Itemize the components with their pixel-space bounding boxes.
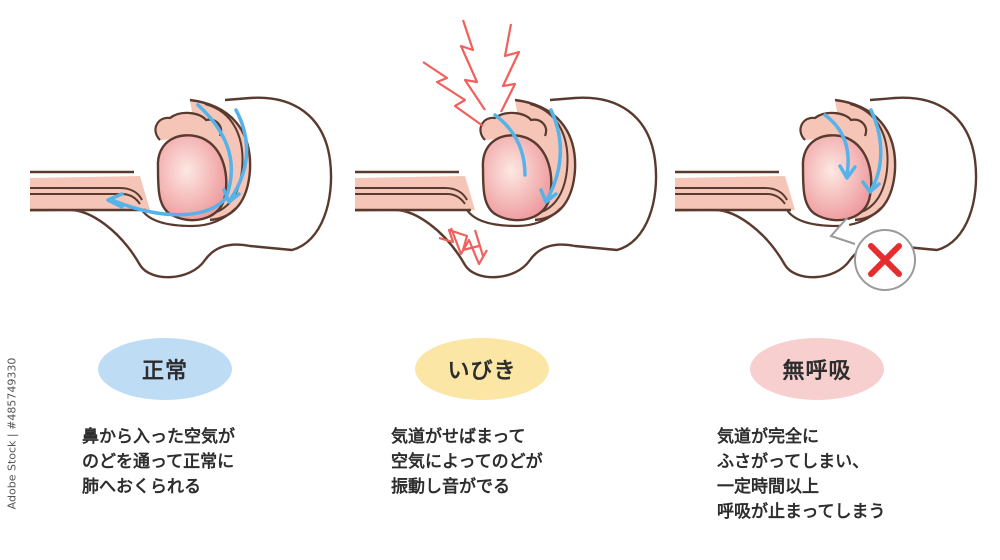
label-normal: 正常 (141, 359, 188, 384)
airflow-arrow-head-icon (106, 192, 124, 209)
description-line: 一定時間以上 (717, 477, 819, 497)
description-line: ふさがってしまい、 (717, 452, 870, 472)
callout-pointer (829, 217, 856, 245)
airflow-arrow-head-icon (539, 188, 558, 204)
airflow-arrow-icon (545, 108, 562, 202)
watermark: Adobe Stock | #485749330 (0, 318, 26, 548)
vibration-zigzag-icon (422, 19, 521, 266)
description-line: 肺へおくられる (82, 477, 201, 497)
panel-apnea: 無呼吸 気道が完全に ふさがってしまい、 一定時間以上 呼吸が止まってしまう (673, 0, 995, 560)
airflow-arrow-icon (869, 108, 883, 192)
description-line: 振動し音がでる (391, 477, 510, 497)
description-snoring: 気道がせばまって 空気によってのどが 振動し音がでる (391, 425, 631, 500)
airflow-arrow-icon (228, 108, 249, 202)
description-apnea: 気道が完全に ふさがってしまい、 一定時間以上 呼吸が止まってしまう (717, 425, 957, 525)
description-line: 呼吸が止まってしまう (717, 502, 886, 522)
label-pill-snoring: いびき (415, 338, 549, 400)
label-pill-normal: 正常 (98, 338, 232, 400)
airflow-arrow-head-icon (222, 188, 241, 204)
description-line: 鼻から入った空気が (82, 427, 235, 447)
panel-normal: 正常 鼻から入った空気が のどを通って正常に 肺へおくられる (30, 0, 350, 560)
snoring-airway-illustration (353, 19, 658, 279)
label-apnea: 無呼吸 (782, 359, 852, 384)
panel-snoring: いびき 気道がせばまって 空気によってのどが 振動し音がでる (353, 0, 675, 560)
airflow-arrow-head-icon (861, 180, 881, 194)
airflow-arrow-icon (493, 113, 527, 177)
blocked-cross-icon (868, 243, 902, 277)
airflow-arrow-head-icon (838, 164, 857, 180)
description-line: 空気によってのどが (391, 452, 543, 472)
description-line: のどを通って正常に (82, 452, 235, 472)
description-line: 気道が完全に (717, 427, 819, 447)
airflow-arrow-icon (823, 113, 850, 177)
watermark-text: Adobe Stock | #485749330 (5, 357, 19, 509)
description-normal: 鼻から入った空気が のどを通って正常に 肺へおくられる (82, 425, 322, 500)
description-line: 気道がせばまって (391, 427, 526, 447)
label-snoring: いびき (447, 359, 517, 384)
normal-airway-illustration (30, 96, 333, 279)
apnea-airway-illustration (673, 96, 978, 291)
label-pill-apnea: 無呼吸 (750, 338, 884, 400)
